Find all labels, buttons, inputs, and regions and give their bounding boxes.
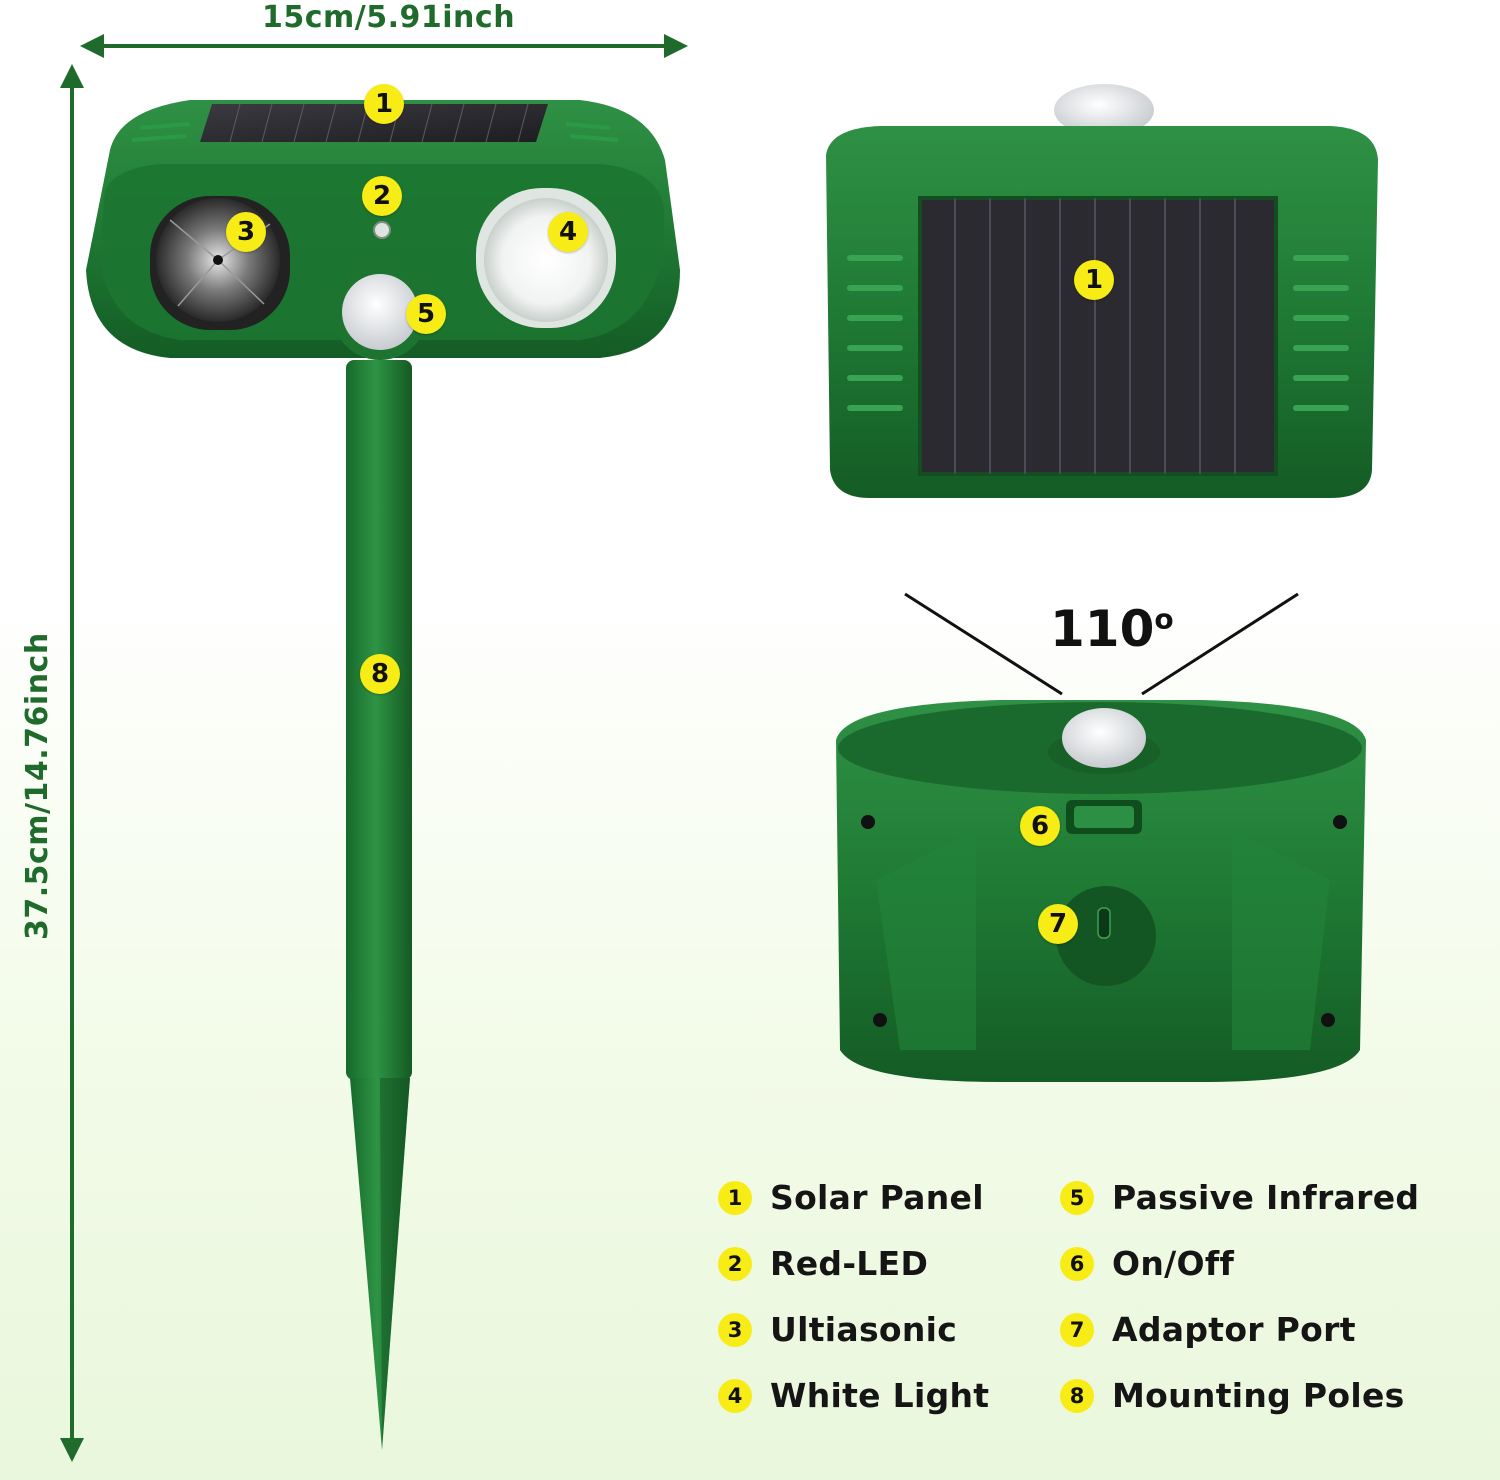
legend-number: 7 xyxy=(1060,1312,1094,1347)
legend-number: 2 xyxy=(718,1246,752,1281)
callout-badge: 5 xyxy=(406,294,446,334)
detection-angle-value: 110 xyxy=(1050,600,1155,658)
legend-item: 3 Ultiasonic xyxy=(718,1310,957,1349)
legend-number: 5 xyxy=(1060,1180,1094,1215)
callout-badge: 7 xyxy=(1038,904,1078,944)
legend-label: On/Off xyxy=(1112,1244,1235,1283)
device-back-view xyxy=(826,84,1378,498)
legend-label: Adaptor Port xyxy=(1112,1310,1356,1349)
callout-badge: 6 xyxy=(1020,806,1060,846)
legend-label: Solar Panel xyxy=(770,1178,984,1217)
width-dimension-label: 15cm/5.91inch xyxy=(262,0,516,35)
callout-badge: 4 xyxy=(548,212,588,252)
legend-item: 5 Passive Infrared xyxy=(1060,1178,1419,1217)
legend-number: 4 xyxy=(718,1378,752,1413)
legend-item: 7 Adaptor Port xyxy=(1060,1310,1356,1349)
legend-item: 4 White Light xyxy=(718,1376,989,1415)
legend-label: Red-LED xyxy=(770,1244,929,1283)
legend-item: 6 On/Off xyxy=(1060,1244,1234,1283)
callout-badge: 2 xyxy=(362,176,402,216)
device-front-view xyxy=(86,100,680,1450)
legend-item: 1 Solar Panel xyxy=(718,1178,984,1217)
height-dimension-label: 37.5cm/14.76inch xyxy=(20,632,55,940)
callout-badge: 1 xyxy=(364,84,404,124)
callout-badge: 8 xyxy=(360,654,400,694)
legend-label: Mounting Poles xyxy=(1112,1376,1405,1415)
detection-angle-label: 110o xyxy=(1050,600,1174,658)
legend-label: White Light xyxy=(770,1376,990,1415)
legend-number: 1 xyxy=(718,1180,752,1215)
callout-badge: 1 xyxy=(1074,260,1114,300)
callout-badge: 3 xyxy=(226,212,266,252)
legend-label: Passive Infrared xyxy=(1112,1178,1420,1217)
device-bottom-view xyxy=(836,592,1366,1082)
legend-item: 2 Red-LED xyxy=(718,1244,928,1283)
detection-angle-unit: o xyxy=(1154,602,1174,636)
legend-label: Ultiasonic xyxy=(770,1310,958,1349)
legend-number: 3 xyxy=(718,1312,752,1347)
legend-number: 8 xyxy=(1060,1378,1094,1413)
legend-item: 8 Mounting Poles xyxy=(1060,1376,1405,1415)
legend-number: 6 xyxy=(1060,1246,1094,1281)
